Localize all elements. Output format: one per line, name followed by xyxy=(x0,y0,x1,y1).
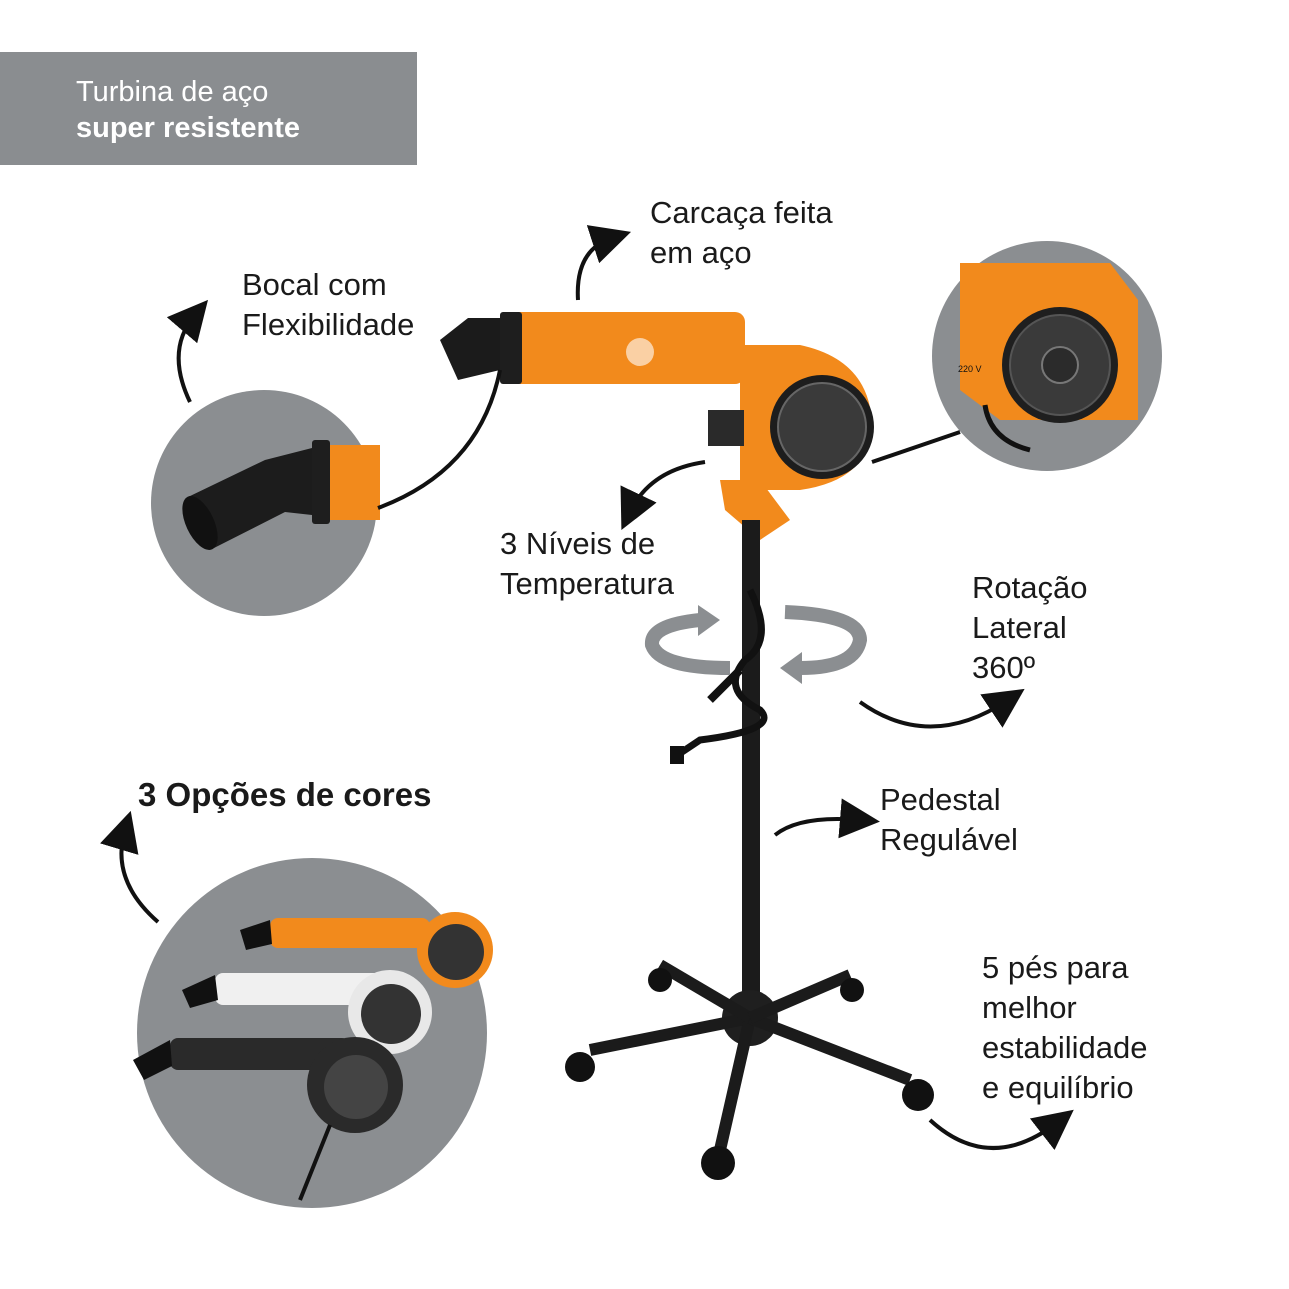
callout-rotacao-line-2: Lateral xyxy=(972,610,1067,645)
voltage-label: 220 V xyxy=(958,364,982,374)
colors-detail-circle xyxy=(133,858,493,1208)
colors-heading: 3 Opções de cores xyxy=(138,776,432,813)
callout-carcaca-line-1: Carcaça feita xyxy=(650,195,833,230)
callout-bocal-line-1: Bocal com xyxy=(242,267,387,302)
callout-pes-line-4: e equilíbrio xyxy=(982,1070,1134,1105)
nozzle-detail-circle xyxy=(151,390,380,616)
callout-pedestal: Pedestal Regulável xyxy=(880,780,1018,860)
callout-rotacao: Rotação Lateral 360º xyxy=(972,568,1087,688)
callout-pedestal-line-2: Regulável xyxy=(880,822,1018,857)
callout-pes-line-2: melhor xyxy=(982,990,1077,1025)
callout-pes-line-1: 5 pés para xyxy=(982,950,1129,985)
callout-pedestal-line-1: Pedestal xyxy=(880,782,1001,817)
callout-pes: 5 pés para melhor estabilidade e equilíb… xyxy=(982,948,1147,1108)
callout-carcaca: Carcaça feita em aço xyxy=(650,193,833,273)
callout-pes-line-3: estabilidade xyxy=(982,1030,1148,1065)
callout-bocal: Bocal com Flexibilidade xyxy=(242,265,414,345)
dryer-unit xyxy=(440,312,874,540)
stand xyxy=(565,520,934,1180)
callout-temperatura: 3 Níveis de Temperatura xyxy=(500,524,674,604)
callout-rotacao-line-1: Rotação xyxy=(972,570,1088,605)
fan-detail-circle: 220 V xyxy=(932,241,1162,471)
callout-temperatura-line-2: Temperatura xyxy=(500,566,675,601)
callout-bocal-line-2: Flexibilidade xyxy=(242,307,415,342)
callout-carcaca-line-2: em aço xyxy=(650,235,752,270)
banner-line-1: Turbina de aço xyxy=(76,76,269,108)
rotation-arrows-icon xyxy=(645,605,868,684)
callout-rotacao-line-3: 360º xyxy=(972,650,1036,685)
feature-banner: Turbina de aço super resistente xyxy=(0,52,417,165)
callout-temperatura-line-1: 3 Níveis de xyxy=(500,526,656,561)
banner-line-2: super resistente xyxy=(76,112,301,144)
callout-lines xyxy=(100,225,1074,1151)
